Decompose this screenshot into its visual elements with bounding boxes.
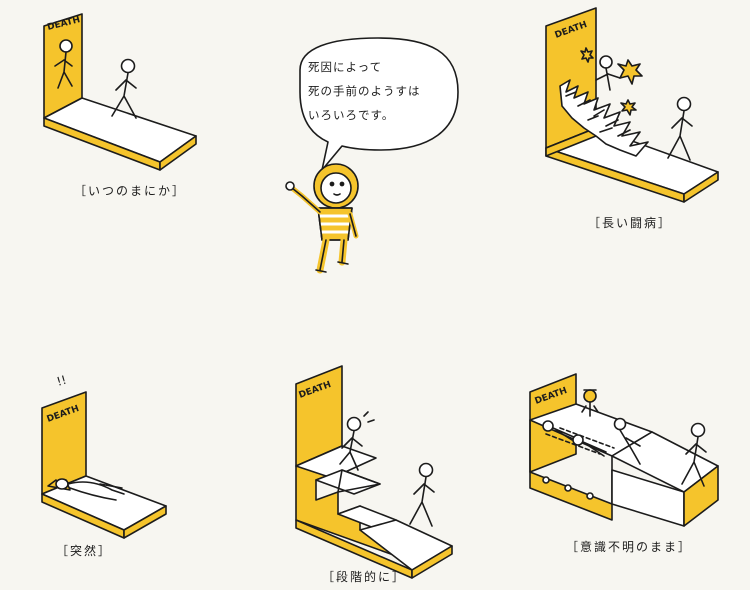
speaker-panel (285, 37, 459, 274)
person-walking (409, 462, 435, 527)
staircase (295, 445, 453, 579)
caption-abrupt: ［突然］ (56, 544, 113, 558)
caption-long-illness: ［長い闘病］ (588, 216, 673, 230)
platform-side (159, 135, 197, 171)
astronaut-character (285, 163, 359, 274)
guard-figure (581, 389, 599, 417)
person-climbing (339, 411, 375, 471)
person-walking (667, 96, 693, 161)
speech-bubble-text: 死因によって 死の手前のようすは いろいろです。 (308, 55, 438, 127)
speech-line-1: 死因によって (308, 60, 383, 74)
speech-bubble (299, 37, 459, 171)
caption-sudden-transition: ［いつのまにか］ (74, 184, 187, 198)
platform-side (683, 465, 719, 527)
bodies-on-belt (542, 417, 641, 465)
person-walking (111, 58, 137, 119)
speech-line-2: 死の手前のようすは (308, 84, 421, 98)
person-fallen (47, 478, 125, 501)
surprise-mark: !! (55, 373, 68, 389)
person-struggling (595, 55, 621, 91)
panel-long-illness: DEATH (545, 7, 719, 203)
speech-line-3: いろいろです。 (308, 108, 395, 122)
panel-unconscious: DEATH (529, 373, 719, 527)
panel-abrupt: !! DEATH (41, 373, 167, 539)
person-entering-door (54, 39, 73, 89)
burst-marks (580, 47, 643, 116)
panel-gradual: DEATH (295, 365, 453, 579)
caption-gradual: ［段階的に］ (322, 570, 407, 584)
person-walking (681, 422, 707, 487)
thorn-thicket (559, 79, 649, 157)
panel-sudden-transition: DEATH (43, 13, 197, 171)
platform-side (683, 171, 719, 203)
platform-side (123, 505, 167, 539)
caption-unconscious: ［意識不明のまま］ (566, 540, 693, 554)
